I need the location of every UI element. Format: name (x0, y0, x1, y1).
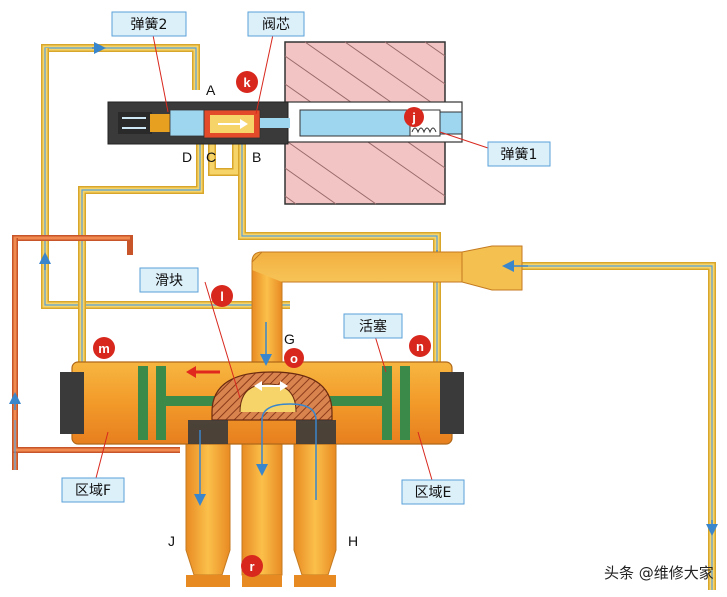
svg-text:j: j (411, 110, 416, 125)
piston-left-2 (156, 366, 166, 440)
arrow-h-to-r (256, 403, 317, 500)
svg-text:k: k (243, 75, 251, 90)
svg-text:o: o (290, 351, 298, 366)
main-pipes (185, 245, 528, 587)
port-d: D (182, 149, 192, 165)
port-h: H (348, 533, 358, 549)
svg-text:l: l (220, 289, 224, 304)
piston-right-2 (400, 366, 410, 440)
capillary-right (520, 262, 716, 590)
port-letters: A B C D G H J (168, 82, 358, 549)
badge-r: r (241, 555, 263, 577)
callout-zone-f: 区域F (61, 477, 125, 503)
port-j: J (168, 533, 175, 549)
badge-o: o (284, 348, 304, 368)
svg-text:n: n (416, 339, 424, 354)
port-a: A (206, 82, 216, 98)
valve-core-arrow (240, 119, 248, 129)
callout-spring2: 弹簧2 (111, 11, 187, 37)
piston-right-1 (382, 366, 392, 440)
badge-m: m (93, 337, 115, 359)
port-b: B (252, 149, 261, 165)
badge-n: n (409, 335, 431, 357)
svg-text:r: r (249, 559, 254, 574)
end-cap-left (60, 372, 84, 434)
callout-valve-core: 阀芯 (247, 11, 305, 37)
callout-piston: 活塞 (343, 313, 403, 339)
movement-arrow (186, 366, 196, 378)
pipe-inlet-flare (461, 245, 523, 291)
plunger (299, 109, 411, 137)
port-c: C (206, 149, 216, 165)
port-g: G (284, 331, 295, 347)
end-cap-right (440, 372, 464, 434)
badge-k: k (236, 71, 258, 93)
label-slider: 滑块 (155, 272, 183, 289)
badge-j: j (404, 107, 424, 127)
callout-zone-e: 区域E (401, 479, 465, 505)
label-spring2: 弹簧2 (131, 17, 168, 33)
watermark-text: 头条 @维修大家 (604, 564, 714, 582)
label-piston: 活塞 (359, 318, 387, 335)
badges: k j l m n o r (93, 71, 431, 577)
callout-spring1: 弹簧1 (487, 141, 551, 167)
pilot-piston-left (169, 109, 205, 137)
piston-left-1 (138, 366, 148, 440)
label-zone-e: 区域E (415, 485, 452, 501)
badge-l: l (211, 285, 233, 307)
callout-slider: 滑块 (139, 267, 199, 293)
capillary-tubes (12, 44, 716, 590)
flow-arrows-main (194, 322, 317, 506)
spring2-element (150, 114, 172, 132)
svg-text:m: m (98, 341, 110, 356)
spring1-element (411, 127, 437, 134)
label-valve-core: 阀芯 (262, 17, 290, 33)
capillary-top-outer (41, 44, 200, 90)
label-zone-f: 区域F (75, 483, 111, 499)
label-spring1: 弹簧1 (501, 147, 538, 163)
